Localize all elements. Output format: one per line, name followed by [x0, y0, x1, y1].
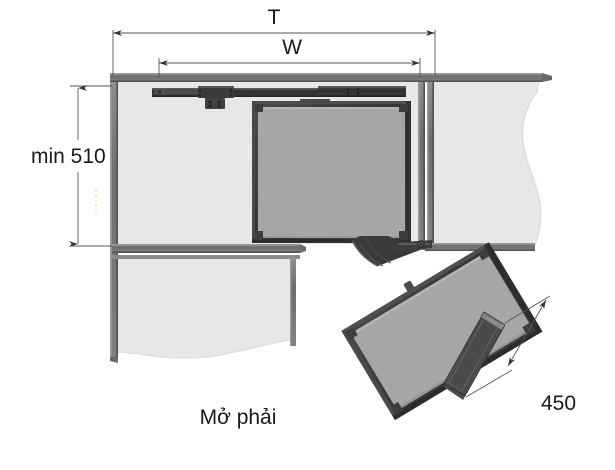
dimension-450: 450 — [465, 295, 576, 415]
slide-rail — [152, 88, 396, 97]
dimension-T: T — [112, 6, 436, 76]
door-panel — [443, 311, 506, 400]
lower-cabinet-section — [117, 258, 291, 359]
dimension-T-label: T — [268, 6, 281, 29]
upper-rail-right — [318, 86, 406, 97]
dimension-W-label: W — [282, 36, 302, 59]
right-lower-board — [290, 258, 296, 346]
rail-mount-bracket — [198, 86, 234, 109]
right-cabinet-interior — [434, 75, 542, 249]
dimension-min-510-label: min 510 — [31, 145, 106, 168]
center-divider-wall — [418, 82, 434, 250]
top-panel — [110, 73, 552, 82]
dimension-W: W — [158, 36, 421, 78]
mid-shelf-panel — [112, 244, 306, 259]
outer-basket — [341, 242, 543, 421]
dimension-min-510: min 510 — [31, 85, 112, 247]
pivot-arm — [351, 236, 432, 267]
drawing-caption: Mở phải — [200, 406, 277, 429]
left-cabinet-wall — [110, 82, 118, 363]
inner-basket — [252, 99, 411, 243]
dimension-450-label: 450 — [541, 392, 576, 415]
